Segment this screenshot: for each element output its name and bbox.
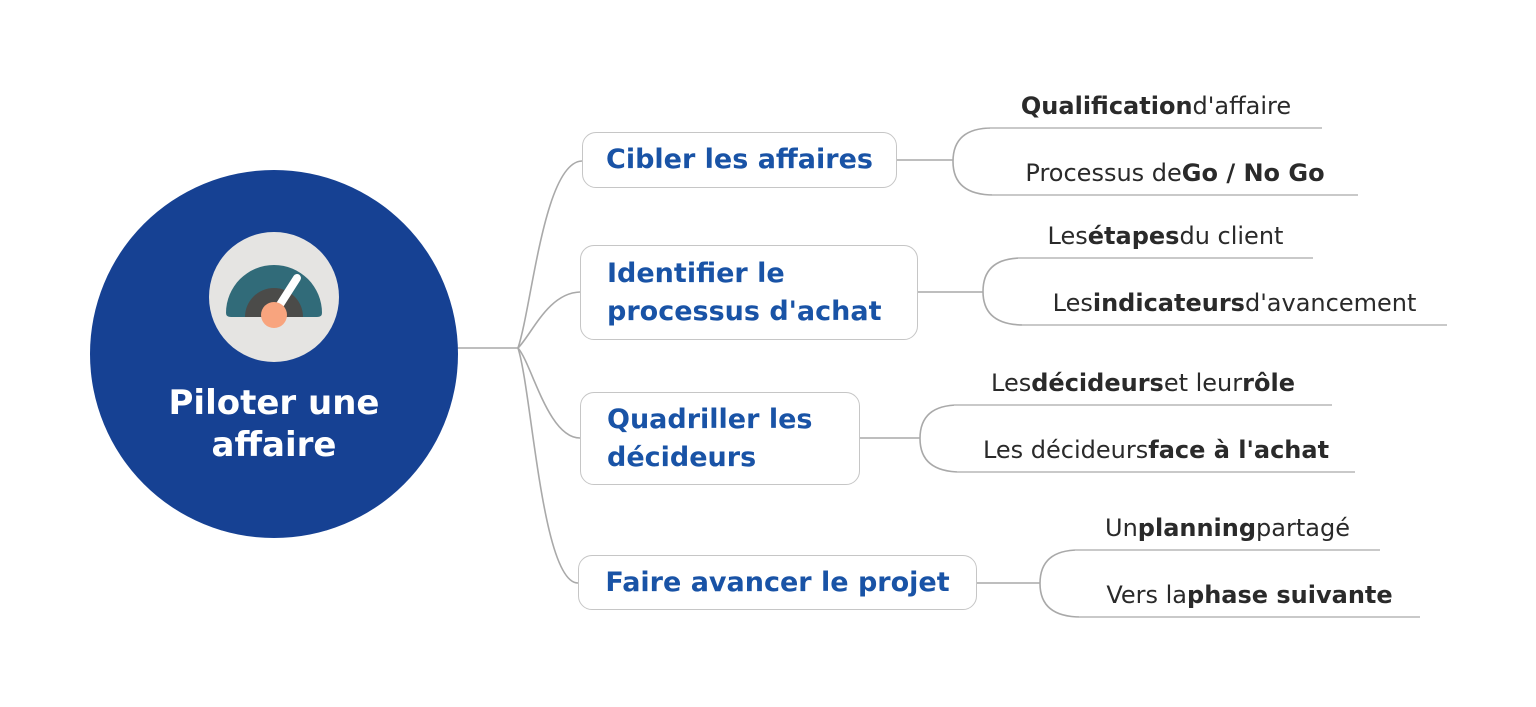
branch-label: Faire avancer le projet [605,566,950,598]
leaf-node-les-decideurs-et-leur-role[interactable]: Les décideurs et leur rôle [991,369,1295,397]
leaf-node-un-planning-partage[interactable]: Un planning partagé [1105,514,1350,542]
leaf-node-les-decideurs-face-a-lachat[interactable]: Les décideurs face à l'achat [982,436,1330,464]
branch-node-faire-avancer-le-projet[interactable]: Faire avancer le projet [578,555,977,610]
link-hub-branch-3 [517,347,581,439]
branch-label: Cibler les affaires [606,144,873,175]
root-node[interactable]: Piloter une affaire [90,170,458,538]
link-hub-branch-2 [517,291,581,349]
gauge-icon [209,232,339,362]
branch-node-identifier-le-processus-dachat[interactable]: Identifier le processus d'achat [580,245,918,340]
leaf-node-processus-de-go-no-go[interactable]: Processus de Go / No Go [1025,159,1325,187]
leaf-node-qualification-daffaire[interactable]: Qualification d'affaire [1020,92,1292,120]
leaf-node-les-etapes-du-client[interactable]: Les étapes du client [1047,222,1284,250]
root-node-label: Piloter une affaire [168,383,380,465]
branch-label: Quadriller les décideurs [607,403,813,473]
bracket-branch-1 [952,127,995,196]
branch-node-cibler-les-affaires[interactable]: Cibler les affaires [582,132,897,188]
branch-node-quadriller-les-decideurs[interactable]: Quadriller les décideurs [580,392,860,485]
link-hub-branch-1 [517,160,583,349]
bracket-branch-2 [982,257,1025,326]
branch-label: Identifier le processus d'achat [607,257,882,327]
leaf-node-les-indicateurs-davancement[interactable]: Les indicateurs d'avancement [1052,289,1417,317]
bracket-branch-3 [919,404,962,473]
bracket-branch-4 [1039,549,1082,618]
link-hub-branch-4 [517,347,579,584]
leaf-node-vers-la-phase-suivante[interactable]: Vers la phase suivante [1106,581,1393,609]
